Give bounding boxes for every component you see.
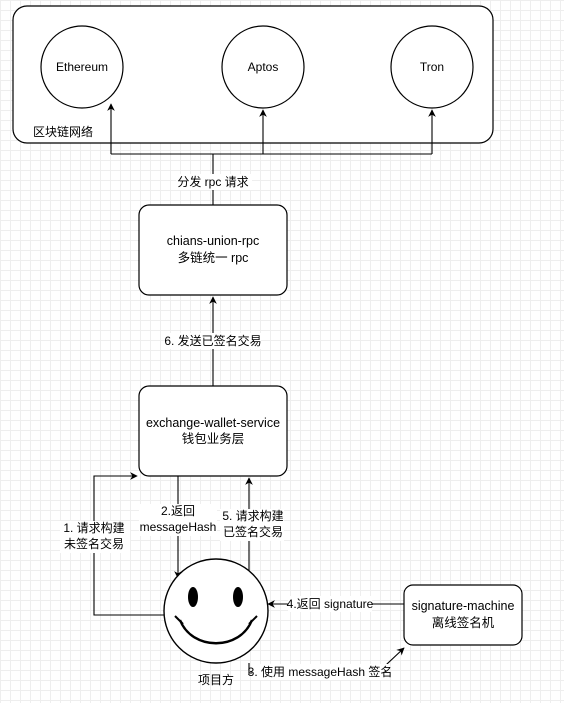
aptos-label: Aptos: [248, 60, 279, 74]
wallet-service-desc: 钱包业务层: [182, 431, 245, 446]
dispatch-label-bg: [176, 174, 252, 190]
smile-right-tick: [248, 615, 258, 625]
wallet-service-box: [138, 385, 288, 477]
wallet-service-name: exchange-wallet-service: [146, 416, 280, 430]
actor-label: 项目方: [198, 672, 234, 687]
dispatch-label: 分发 rpc 请求: [177, 174, 248, 189]
step3-label: 3. 使用 messageHash 签名: [248, 664, 393, 679]
blockchain-network-label: 区块链网络: [33, 124, 93, 139]
signature-machine-node: signature-machine 离线签名机: [403, 584, 523, 646]
step2-label-line2: messageHash: [140, 520, 217, 534]
rpc-service-node: chians-union-rpc 多链统一 rpc: [138, 204, 288, 296]
actor-node: 项目方: [163, 558, 269, 687]
step4-label-bg: [288, 596, 372, 612]
right-eye: [233, 587, 243, 607]
step5-label-bg: [220, 509, 284, 541]
rpc-service-name: chians-union-rpc: [167, 234, 259, 248]
step5-label-line2: 已签名交易: [223, 524, 283, 539]
tron-node: [390, 25, 474, 109]
step2-label-line1: 2.返回: [161, 504, 195, 518]
signature-machine-box: [403, 584, 523, 646]
rpc-service-desc: 多链统一 rpc: [178, 250, 249, 265]
step2-label-bg: [139, 504, 217, 536]
step6-label-bg: [166, 333, 261, 349]
smile-left-tick: [174, 615, 184, 625]
smile-mouth: [178, 619, 254, 645]
signature-machine-desc: 离线签名机: [432, 615, 495, 630]
signature-machine-name: signature-machine: [412, 599, 515, 613]
step4-label: 4.返回 signature: [287, 597, 374, 611]
ethereum-node: [40, 25, 124, 109]
aptos-node: [221, 25, 305, 109]
smiley-face-icon: [163, 558, 269, 664]
wallet-service-node: exchange-wallet-service 钱包业务层: [138, 385, 288, 477]
step1-label-line2: 未签名交易: [64, 536, 124, 551]
ethereum-label: Ethereum: [56, 60, 108, 74]
blockchain-network-group: 区块链网络 Ethereum Aptos Tron: [12, 5, 494, 144]
step3-label-bg: [252, 664, 388, 680]
step6-label: 6. 发送已签名交易: [164, 333, 261, 348]
rpc-service-box: [138, 204, 288, 296]
tron-label: Tron: [420, 60, 444, 74]
step1-label-line1: 1. 请求构建: [63, 520, 124, 535]
step5-label-line1: 5. 请求构建: [222, 508, 283, 523]
step1-label-bg: [60, 521, 130, 553]
left-eye: [188, 587, 198, 607]
